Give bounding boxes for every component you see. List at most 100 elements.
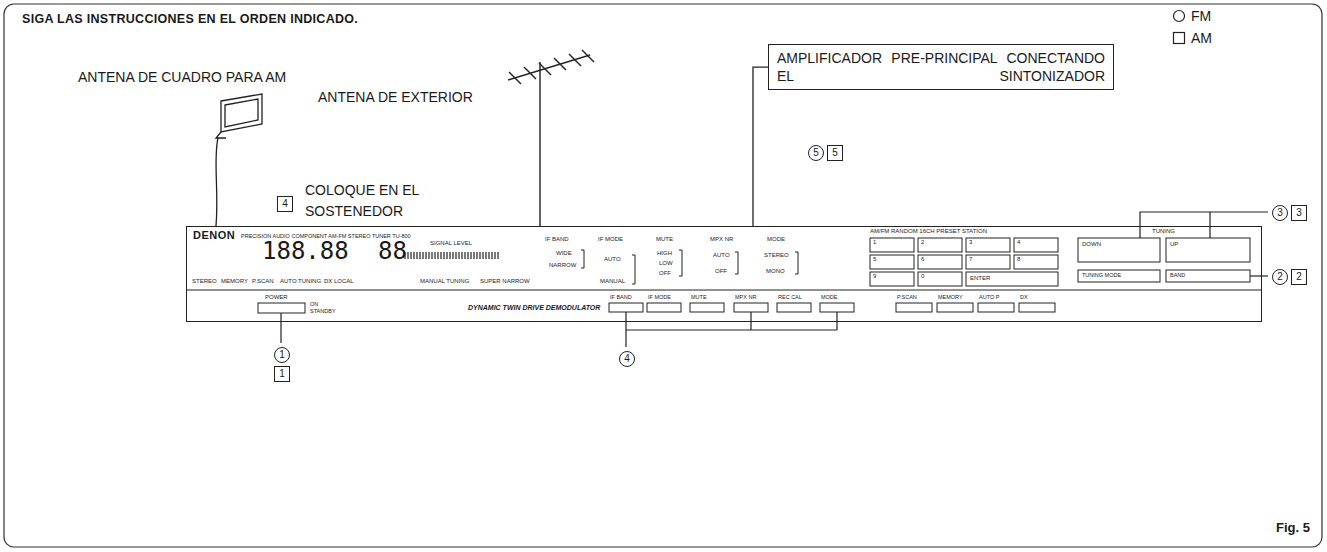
function-button: [609, 303, 643, 312]
panel-label: AUTO: [604, 256, 621, 263]
panel-label: LOW: [659, 260, 673, 267]
enter-button: [966, 272, 1058, 286]
panel-slogan: DYNAMIC TWIN DRIVE DEMODULATOR: [468, 304, 600, 312]
preset-number: 0: [921, 273, 924, 280]
panel-label: ENTER: [970, 275, 990, 282]
legend-sample: [1172, 31, 1186, 45]
function-button: [1019, 303, 1055, 312]
preset-button: [966, 255, 1010, 269]
antenna-element: [569, 54, 581, 66]
preset-number: 8: [1017, 256, 1020, 263]
panel-label: NARROW: [549, 262, 576, 269]
leader-lines: [281, 212, 1268, 347]
antenna-mast: [539, 62, 540, 226]
panel-label: TUNING: [1152, 228, 1175, 235]
legend-text: FM: [1191, 8, 1211, 24]
preset-button: [870, 255, 914, 269]
panel-label: REC CAL: [778, 294, 802, 300]
preset-button: [1014, 255, 1058, 269]
preset-number: 4: [1017, 239, 1020, 246]
indicator-bracket: [581, 250, 584, 268]
power-button: [258, 303, 305, 313]
preset-button: [918, 238, 962, 252]
antenna-element: [554, 58, 566, 70]
panel-label: STEREO: [764, 252, 789, 259]
band-button: [1166, 270, 1250, 282]
antenna-label: ANTENA DE CUADRO PARA AM: [78, 69, 286, 85]
indicator-bracket: [632, 255, 635, 284]
display-digits: 88: [378, 238, 407, 266]
figure-number: Fig. 5: [1276, 521, 1310, 536]
loop-frame-inner: [225, 99, 258, 127]
preset-number: 7: [969, 256, 972, 263]
panel-label: DX LOCAL: [324, 278, 354, 285]
panel-label: MANUAL TUNING: [420, 278, 469, 285]
preset-number: 3: [969, 239, 972, 246]
legend-square: [1174, 33, 1185, 44]
callout-number: 2: [1291, 269, 1307, 285]
panel-label: TUNING MODE: [1082, 272, 1121, 278]
leader-line: [280, 313, 281, 343]
panel-label: MUTE: [691, 294, 707, 300]
signal-meter: [405, 252, 498, 259]
antenna-element: [582, 50, 594, 62]
tuner-panel-art: [186, 238, 1262, 313]
panel-label: MODE: [767, 236, 785, 243]
page-frame: [4, 4, 1322, 547]
antenna-element: [509, 72, 521, 84]
connector-line: [753, 67, 768, 226]
antenna-label: ANTENA DE EXTERIOR: [318, 89, 473, 105]
panel-label: DOWN: [1082, 241, 1101, 248]
panel-label: POWER: [265, 294, 288, 301]
panel-label: IF BAND: [545, 236, 569, 243]
loop-stand: [216, 132, 226, 138]
function-button: [820, 303, 854, 312]
callout-number: 4: [277, 196, 293, 212]
amplifier-box: AMPLIFICADOR PRE-PRINCIPAL CONECTANDO EL…: [768, 44, 1114, 90]
panel-label: IF MODE: [648, 294, 671, 300]
loop-frame: [221, 94, 262, 132]
callout-number: 1: [274, 347, 290, 363]
panel-label: BAND: [1170, 272, 1185, 278]
panel-label: WIDE: [556, 250, 572, 257]
preset-button: [1014, 238, 1058, 252]
preset-button: [870, 238, 914, 252]
loop-wire: [216, 138, 218, 226]
preset-number: 6: [921, 256, 924, 263]
preset-button: [966, 238, 1010, 252]
panel-label: OFF: [715, 268, 727, 275]
leader-line: [1250, 275, 1268, 276]
panel-label: MEMORY: [938, 294, 963, 300]
function-button: [690, 303, 724, 312]
panel-label: UP: [1170, 241, 1178, 248]
preset-number: 1: [873, 239, 876, 246]
antenna-element: [524, 67, 536, 79]
panel-label: IF MODE: [598, 236, 623, 243]
antenna-boom: [508, 55, 590, 80]
panel-label: IF BAND: [610, 294, 632, 300]
page-title: SIGA LAS INSTRUCCIONES EN EL ORDEN INDIC…: [22, 12, 358, 26]
function-button: [647, 303, 681, 312]
panel-label: P.SCAN: [252, 278, 274, 285]
legend-row: AM: [1172, 30, 1212, 46]
callout-number: 5: [827, 145, 843, 161]
callout-number: 2: [1272, 269, 1288, 285]
tuning-button: [1078, 238, 1160, 262]
preset-number: 9: [873, 273, 876, 280]
panel-label: MODE: [821, 294, 838, 300]
panel-label: MPX NR: [710, 236, 733, 243]
panel-label: SIGNAL LEVEL: [430, 240, 472, 247]
display-digits: 188.88: [262, 238, 349, 266]
callout-number: 3: [1272, 205, 1288, 221]
callout-number: 1: [274, 366, 290, 382]
indicator-bracket: [795, 252, 798, 274]
panel-label: MEMORY: [221, 278, 248, 285]
box-text: AMPLIFICADOR PRE-PRINCIPAL CONECTANDO EL…: [777, 49, 1105, 85]
function-button: [777, 303, 811, 312]
function-button: [978, 303, 1014, 312]
panel-label: AUTO TUNING: [280, 278, 321, 285]
panel-label: MONO: [766, 268, 785, 275]
panel-label: AUTO: [713, 252, 730, 259]
panel-label: AM/FM RANDOM 16CH PRESET STATION: [870, 228, 987, 235]
leader-line: [1140, 212, 1268, 238]
